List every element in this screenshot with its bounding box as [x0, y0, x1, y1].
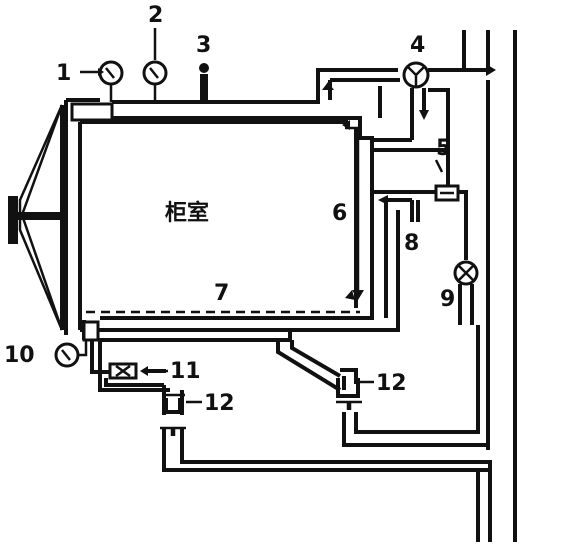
callout-3: 3 [196, 33, 211, 58]
callout-4: 4 [410, 33, 425, 58]
callout-12-left: 12 [204, 391, 235, 416]
door-handle-plate [8, 196, 18, 244]
safety-valve-3 [199, 63, 209, 102]
callout-8: 8 [404, 231, 419, 256]
leader-5 [434, 159, 444, 173]
chamber-label: 柜室 [165, 200, 209, 226]
door-assembly [8, 104, 64, 331]
arrow-down-4 [419, 110, 429, 120]
arrow-6-top [342, 120, 350, 130]
callout-6: 6 [332, 201, 347, 226]
gauge-1 [98, 60, 124, 102]
callout-1: 1 [56, 61, 71, 86]
valve-9 [453, 260, 479, 286]
steam-trap-12-left [164, 398, 182, 414]
arrow-6-bottom [352, 290, 364, 300]
gauge-2 [142, 28, 168, 102]
callout-7: 7 [214, 281, 229, 306]
callout-2: 2 [148, 3, 163, 28]
chamber [64, 68, 398, 335]
top-flange [70, 102, 114, 122]
callout-12-right: 12 [376, 371, 407, 396]
steam-trap-12-right [336, 378, 360, 398]
door-handle-shaft [18, 212, 63, 220]
callout-5: 5 [436, 136, 451, 161]
gauge-10 [54, 340, 88, 368]
callout-10: 10 [4, 343, 35, 368]
callout-9: 9 [440, 287, 455, 312]
callout-11: 11 [170, 359, 201, 384]
valve-4 [402, 61, 430, 89]
bottom-flange [82, 320, 100, 342]
